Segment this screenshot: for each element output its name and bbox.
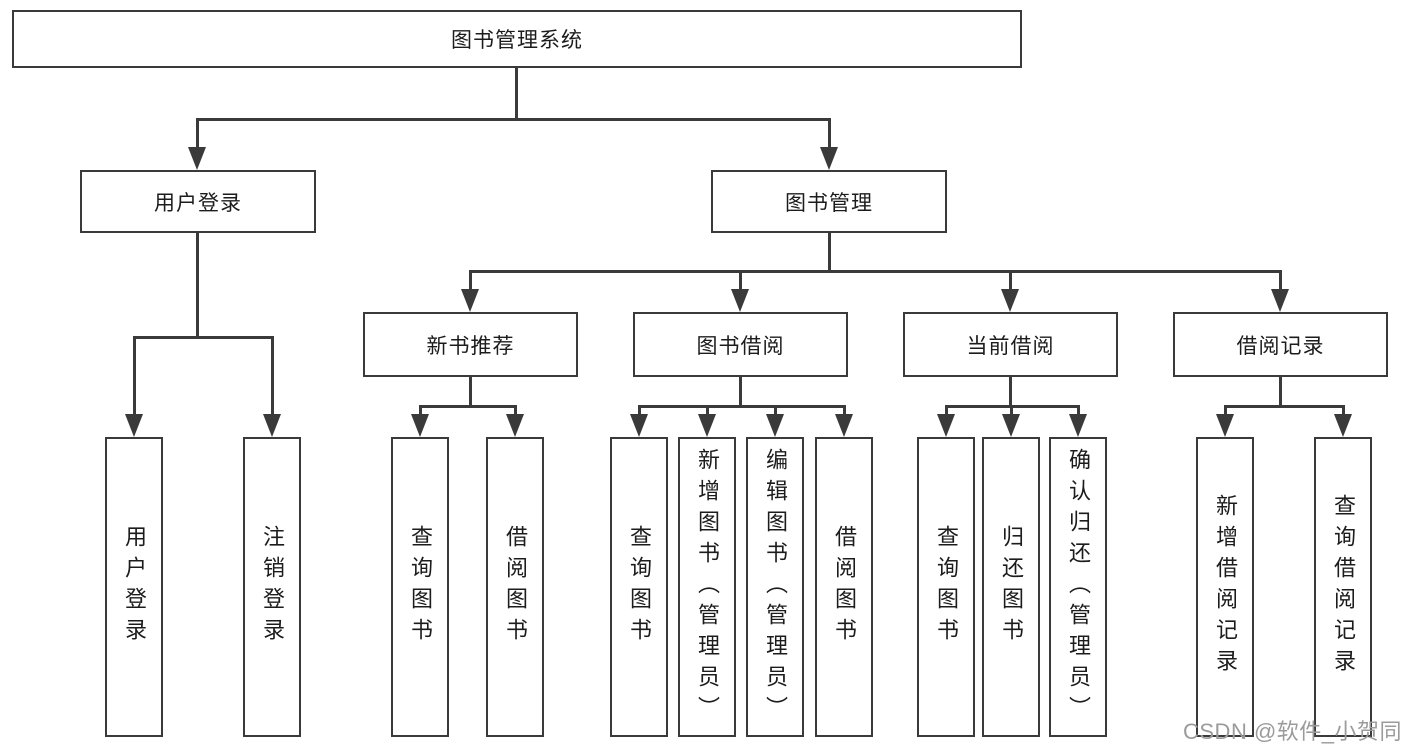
- arrowhead-cb-return-icon: [1002, 414, 1020, 437]
- node-borrow-records: 借阅记录: [1173, 312, 1388, 377]
- connector-drop-recommend-query: [419, 405, 422, 417]
- node-book-borrow: 图书借阅: [633, 312, 848, 377]
- connector-drop-cb-confirm: [1077, 405, 1080, 417]
- connector-drop-new-book-recommend: [469, 270, 472, 292]
- connector-book-borrow-stub: [739, 377, 742, 408]
- arrowhead-br-add-icon: [1216, 414, 1234, 437]
- node-current-borrow-label: 当前借阅: [966, 334, 1055, 358]
- leaf-user-login-label: 用户登录: [122, 525, 147, 649]
- connector-level2-hbar: [469, 270, 1282, 273]
- arrowhead-bb-query-icon: [630, 414, 648, 437]
- arrowhead-br-query-icon: [1334, 414, 1352, 437]
- leaf-borrow-add-books-admin-label: 新增图书（管理员）: [695, 447, 720, 727]
- connector-drop-book-borrow: [739, 270, 742, 292]
- connector-drop-leaf-user-login: [133, 336, 136, 416]
- node-current-borrow: 当前借阅: [903, 312, 1118, 377]
- connector-user-login-stub: [196, 233, 199, 339]
- leaf-borrow-borrow-books: 借阅图书: [815, 437, 873, 737]
- connector-borrow-hbar: [638, 405, 846, 408]
- leaf-logout-label: 注销登录: [260, 525, 285, 649]
- connector-drop-user-login: [196, 118, 199, 150]
- connector-drop-recommend-borrow: [514, 405, 517, 417]
- connector-login-hbar: [133, 336, 274, 339]
- leaf-records-query-record-label: 查询借阅记录: [1331, 494, 1356, 680]
- connector-borrow-records-stub: [1279, 377, 1282, 408]
- arrowhead-recommend-query-icon: [411, 414, 429, 437]
- arrowhead-current-borrow-icon: [1001, 289, 1019, 312]
- arrowhead-recommend-borrow-icon: [506, 414, 524, 437]
- connector-root-stub: [515, 68, 518, 121]
- node-book-borrow-label: 图书借阅: [696, 334, 785, 358]
- arrowhead-bb-add-icon: [698, 414, 716, 437]
- leaf-records-add-record: 新增借阅记录: [1196, 437, 1254, 737]
- connector-drop-bb-borrow: [843, 405, 846, 417]
- connector-drop-borrow-records: [1279, 270, 1282, 292]
- node-user-login-label: 用户登录: [154, 191, 242, 215]
- leaf-borrow-edit-books-admin-label: 编辑图书（管理员）: [763, 447, 788, 727]
- connector-drop-cb-return: [1010, 405, 1013, 417]
- arrowhead-cb-confirm-icon: [1069, 414, 1087, 437]
- leaf-borrow-edit-books-admin: 编辑图书（管理员）: [746, 437, 804, 737]
- csdn-watermark: CSDN @软件_小贺同学: [1183, 719, 1403, 744]
- node-library-system-label: 图书管理系统: [451, 29, 583, 52]
- connector-drop-bb-add: [706, 405, 709, 417]
- leaf-current-query-books-label: 查询图书: [934, 525, 959, 649]
- arrowhead-book-management-icon: [820, 147, 838, 170]
- node-new-book-recommend: 新书推荐: [363, 312, 578, 377]
- arrowhead-borrow-records-icon: [1271, 289, 1289, 312]
- node-borrow-records-label: 借阅记录: [1236, 334, 1325, 358]
- leaf-borrow-query-books: 查询图书: [610, 437, 668, 737]
- connector-drop-current-borrow: [1009, 270, 1012, 292]
- connector-drop-leaf-logout: [271, 336, 274, 416]
- arrowhead-cb-query-icon: [937, 414, 955, 437]
- connector-current-borrow-stub: [1009, 377, 1012, 408]
- arrowhead-user-login-icon: [188, 147, 206, 170]
- connector-drop-br-add: [1224, 405, 1227, 417]
- leaf-current-confirm-return-admin: 确认归还（管理员）: [1049, 437, 1107, 737]
- connector-drop-cb-query: [945, 405, 948, 417]
- connector-recommend-hbar: [419, 405, 517, 408]
- node-book-management: 图书管理: [711, 170, 947, 233]
- leaf-recommend-query-books-label: 查询图书: [408, 525, 433, 649]
- connector-drop-book-management: [828, 118, 831, 150]
- leaf-logout: 注销登录: [243, 437, 301, 737]
- node-library-system: 图书管理系统: [12, 10, 1022, 68]
- leaf-borrow-query-books-label: 查询图书: [627, 525, 652, 649]
- node-user-login: 用户登录: [80, 170, 316, 233]
- arrowhead-book-borrow-icon: [731, 289, 749, 312]
- arrowhead-bb-edit-icon: [766, 414, 784, 437]
- connector-drop-bb-query: [638, 405, 641, 417]
- leaf-recommend-query-books: 查询图书: [391, 437, 449, 737]
- connector-book-management-stub: [828, 233, 831, 273]
- leaf-current-return-books-label: 归还图书: [999, 525, 1024, 649]
- connector-drop-bb-edit: [774, 405, 777, 417]
- connector-level1-hbar: [196, 118, 831, 121]
- arrowhead-leaf-user-login-icon: [125, 414, 143, 437]
- leaf-recommend-borrow-books-label: 借阅图书: [503, 525, 528, 649]
- leaf-current-return-books: 归还图书: [982, 437, 1040, 737]
- leaf-recommend-borrow-books: 借阅图书: [486, 437, 544, 737]
- arrowhead-bb-borrow-icon: [835, 414, 853, 437]
- node-book-management-label: 图书管理: [785, 191, 873, 215]
- connector-records-hbar: [1224, 405, 1345, 408]
- leaf-records-add-record-label: 新增借阅记录: [1213, 494, 1238, 680]
- leaf-current-confirm-return-admin-label: 确认归还（管理员）: [1066, 447, 1091, 727]
- leaf-records-query-record: 查询借阅记录: [1314, 437, 1372, 737]
- node-new-book-recommend-label: 新书推荐: [426, 334, 515, 358]
- leaf-borrow-borrow-books-label: 借阅图书: [832, 525, 857, 649]
- arrowhead-new-book-recommend-icon: [461, 289, 479, 312]
- connector-drop-br-query: [1342, 405, 1345, 417]
- arrowhead-leaf-logout-icon: [263, 414, 281, 437]
- leaf-current-query-books: 查询图书: [917, 437, 975, 737]
- leaf-borrow-add-books-admin: 新增图书（管理员）: [678, 437, 736, 737]
- connector-new-book-recommend-stub: [469, 377, 472, 408]
- leaf-user-login: 用户登录: [105, 437, 163, 737]
